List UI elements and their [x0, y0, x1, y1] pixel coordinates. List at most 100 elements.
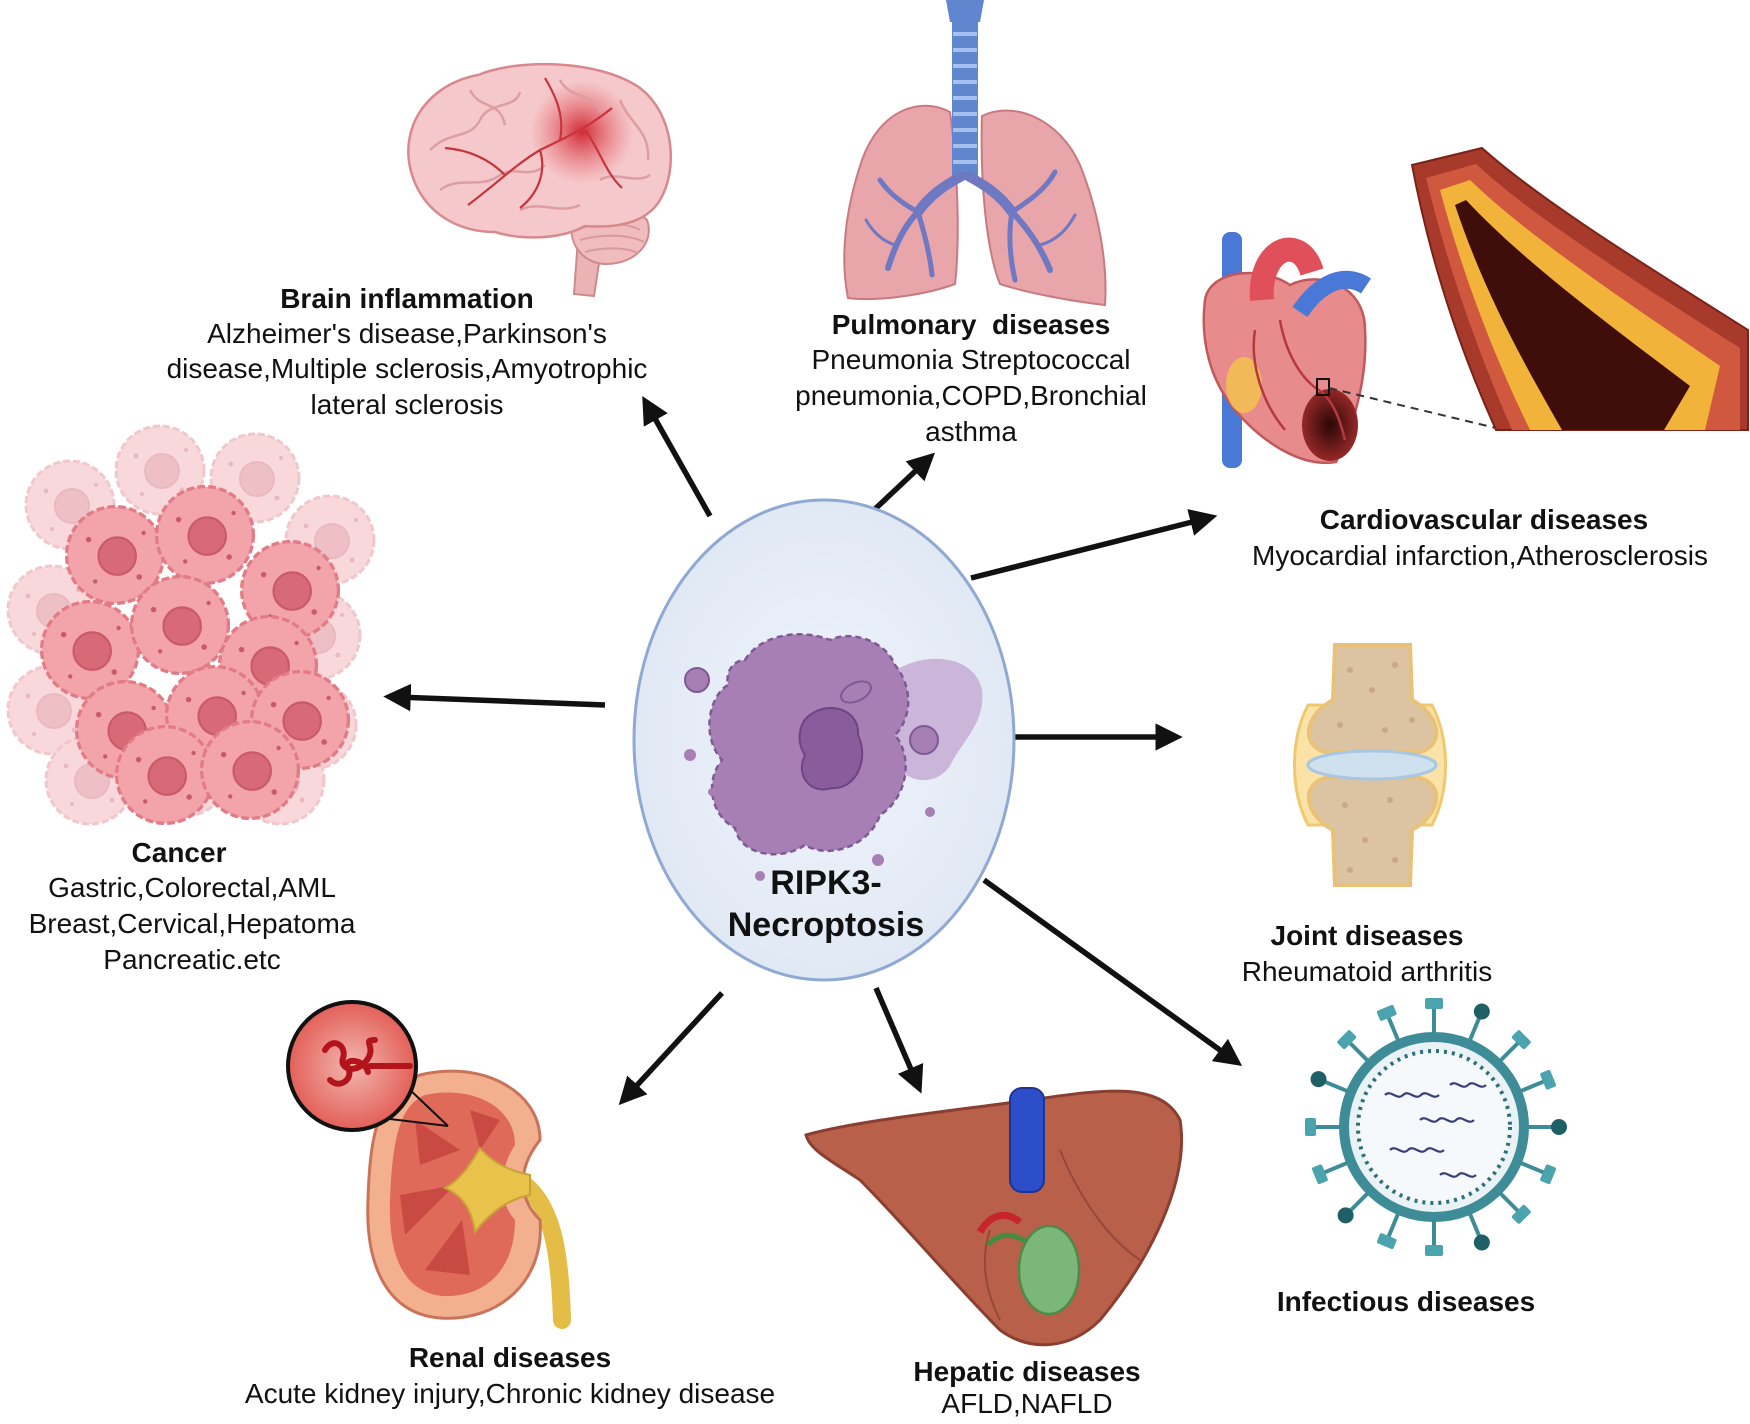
- cancer-cell: [129, 574, 231, 676]
- joint-line: Rheumatoid arthritis: [1242, 956, 1493, 987]
- pulmonary-line: pneumonia,COPD,Bronchial: [795, 380, 1147, 411]
- pulmonary-artery: [1292, 270, 1371, 318]
- fat-deposit: [1226, 357, 1262, 413]
- joint-illustration: [1293, 643, 1447, 887]
- virus-spike: [1305, 1118, 1342, 1136]
- infectious-title: Infectious diseases: [1277, 1286, 1535, 1317]
- virus-spike: [1425, 1219, 1443, 1256]
- hepatic-title: Hepatic diseases: [913, 1356, 1140, 1387]
- brain-title: Brain inflammation: [280, 283, 534, 314]
- aorta-arch: [1249, 237, 1324, 301]
- liver-lobe-lines: [983, 1149, 1141, 1321]
- zoom-dashed-line: [1328, 387, 1497, 429]
- cartilage: [1306, 749, 1438, 781]
- center-label-line2: Necroptosis: [728, 906, 925, 944]
- cancer-line: Breast,Cervical,Hepatoma: [29, 908, 356, 939]
- glomerulus: [322, 1037, 413, 1087]
- virus-spike: [1467, 1211, 1490, 1251]
- label-brain: Brain inflammation Alzheimer's disease,P…: [167, 283, 648, 420]
- arrow-to-cancer: [383, 683, 606, 712]
- ureter: [516, 1176, 571, 1329]
- virus-spike: [1337, 1030, 1371, 1064]
- virus-spike: [1425, 998, 1443, 1035]
- arrows: [383, 396, 1243, 1106]
- brain-line: disease,Multiple sclerosis,Amyotrophic: [167, 353, 648, 384]
- liver-illustration: [804, 1087, 1183, 1347]
- cancer-cell: [154, 484, 256, 586]
- arrow-to-pulmonary: [872, 452, 936, 513]
- label-renal: Renal diseases Acute kidney injury,Chron…: [245, 1342, 775, 1409]
- virus-illustration: [1305, 998, 1567, 1256]
- virus-spike: [1518, 1160, 1557, 1185]
- label-joint: Joint diseases Rheumatoid arthritis: [1242, 920, 1493, 987]
- cell-fragment: [925, 807, 935, 817]
- brain-gyri: [429, 79, 651, 212]
- right-lung: [980, 109, 1107, 307]
- cancer-title: Cancer: [132, 837, 227, 868]
- viral-rna: [1384, 1082, 1487, 1178]
- trachea-rings: [953, 32, 977, 164]
- zoom-line-bottom: [389, 1118, 449, 1127]
- label-cancer: Cancer Gastric,Colorectal,AML Breast,Cer…: [29, 837, 356, 975]
- kidney-pyramids: [400, 1110, 500, 1275]
- artery-illustration: [1410, 146, 1749, 431]
- brain-line: lateral sclerosis: [311, 389, 504, 420]
- inferior-vena-cava: [1009, 1087, 1045, 1193]
- hepatic-line: AFLD,NAFLD: [941, 1388, 1112, 1419]
- cancer-cell: [114, 724, 216, 826]
- virus-spike: [1310, 1071, 1350, 1094]
- cancer-cells-illustration: [6, 424, 376, 826]
- brain-illustration: [407, 62, 673, 298]
- necroptotic-cell-icon: [684, 633, 983, 881]
- cancer-line: Pancreatic.etc: [103, 944, 280, 975]
- arrow-to-hepatic: [873, 986, 924, 1094]
- pulmonary-line: Pneumonia Streptococcal: [811, 344, 1130, 375]
- hepatic-vessel: [976, 1211, 1023, 1234]
- cell-fragment: [684, 667, 710, 693]
- cell-fragment: [708, 788, 716, 796]
- cell-fragment: [909, 725, 939, 755]
- gallbladder: [1017, 1224, 1081, 1316]
- virus-spikes: [1305, 998, 1567, 1256]
- lungs-illustration: [843, 0, 1107, 307]
- larynx: [946, 0, 984, 22]
- arrow-to-infectious: [982, 877, 1243, 1067]
- virus-spike: [1518, 1069, 1557, 1094]
- virus-spike: [1337, 1190, 1371, 1224]
- cardiovascular-line: Myocardial infarction,Atherosclerosis: [1252, 540, 1708, 571]
- virus-spike: [1376, 1211, 1401, 1250]
- pulmonary-line: asthma: [925, 416, 1017, 447]
- arrow-to-brain: [642, 396, 713, 518]
- cancer-line: Gastric,Colorectal,AML: [48, 872, 336, 903]
- lower-bone: [1306, 776, 1439, 887]
- virus-spike: [1526, 1119, 1567, 1135]
- bone-texture: [1337, 662, 1415, 873]
- heart-illustration: [1202, 232, 1497, 468]
- arrow-to-cardiovascular: [970, 509, 1218, 581]
- cell-fragment: [755, 871, 765, 881]
- cell-fragment: [872, 854, 884, 866]
- virus-spike: [1311, 1160, 1350, 1185]
- inflammation-hotspot: [530, 80, 634, 184]
- label-infectious: Infectious diseases: [1277, 1286, 1535, 1317]
- cell-fragment: [684, 749, 696, 761]
- brain-vessels: [444, 77, 623, 209]
- virus-spike: [1376, 1004, 1401, 1043]
- virus-spike: [1467, 1003, 1490, 1043]
- zoom-box: [1316, 378, 1330, 396]
- virus-spike: [1497, 1190, 1531, 1224]
- center-node: RIPK3- Necroptosis: [632, 498, 1016, 982]
- cancer-cell: [199, 719, 301, 821]
- label-pulmonary: Pulmonary diseases Pneumonia Streptococc…: [795, 309, 1147, 447]
- kidney-illustration: [286, 1000, 571, 1329]
- arrow-to-renal: [618, 991, 725, 1106]
- renal-line: Acute kidney injury,Chronic kidney disea…: [245, 1378, 775, 1409]
- label-hepatic: Hepatic diseases AFLD,NAFLD: [913, 1356, 1140, 1419]
- brain-line: Alzheimer's disease,Parkinson's: [207, 318, 607, 349]
- renal-title: Renal diseases: [409, 1342, 611, 1373]
- artery-lumen: [1455, 200, 1690, 430]
- label-cardiovascular: Cardiovascular diseases Myocardial infar…: [1252, 504, 1708, 571]
- cell-nucleus: [798, 706, 864, 791]
- infarct-area: [1302, 389, 1358, 461]
